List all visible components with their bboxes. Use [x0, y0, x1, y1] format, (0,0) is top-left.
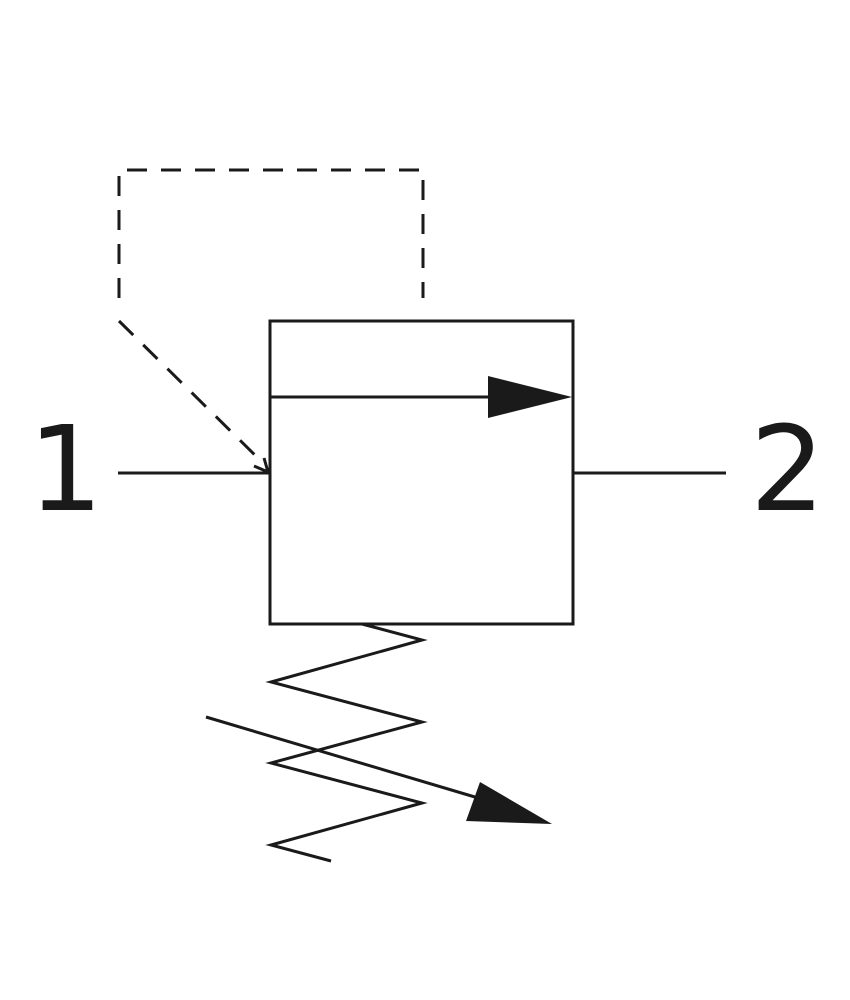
flow-path-arrow — [270, 376, 572, 418]
port-label-inlet: 1 — [28, 400, 103, 538]
spring — [265, 622, 428, 863]
valve-body — [268, 319, 575, 626]
port-label-outlet: 2 — [750, 400, 825, 538]
adjustable-spring-arrow — [205, 715, 552, 824]
pilot-line — [117, 168, 425, 475]
